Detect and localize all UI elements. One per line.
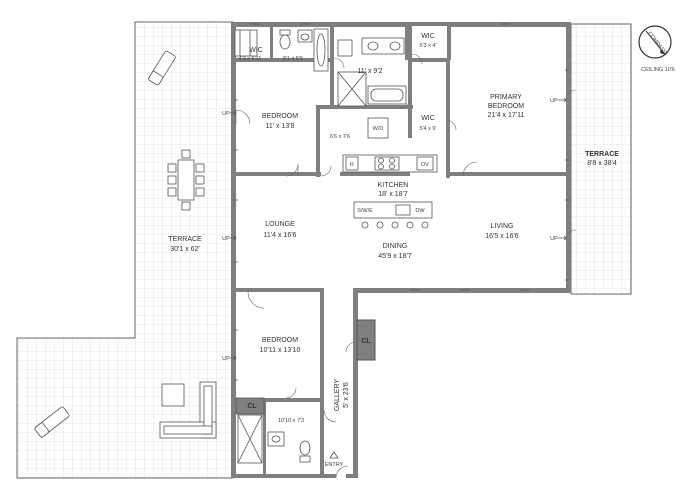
outdoor-sofa: [159, 381, 217, 439]
ceiling-height: CEILING 10'6: [641, 67, 675, 73]
primary-name2: BEDROOM: [488, 103, 524, 110]
entry-label: ENTRY: [325, 462, 344, 468]
terrace-east-dim: 8'8 x 38'4: [587, 160, 617, 167]
terrace-west-name: TERRACE: [168, 236, 202, 243]
kitchen-dim: 18' x 18'7: [378, 191, 408, 198]
washer-dryer-label: W/D: [373, 126, 384, 132]
lounge-dim: 11'4 x 16'6: [264, 232, 297, 239]
wic1-dim: 4'3 x 5'11: [239, 56, 262, 62]
wic3-name: WIC: [421, 115, 435, 122]
bath3-dim: 10'10 x 7'3: [278, 418, 304, 424]
kitchen-fixtures: R OV S/W/E DW: [342, 154, 438, 229]
up-label-5: UP: [550, 236, 558, 242]
bath2-fixtures: [337, 37, 407, 107]
closet1-label: CL: [247, 403, 257, 410]
bath2-dim: 11' x 9'2: [357, 68, 382, 75]
wic3-dim: 5'4 x 9': [419, 126, 436, 132]
windows: [234, 23, 569, 381]
kitchen-name: KITCHEN: [378, 182, 409, 189]
fridge-label: R: [350, 162, 354, 168]
exterior-walls: [231, 22, 571, 478]
laundry-fixtures: W/D: [367, 117, 389, 139]
up-label-3: UP: [222, 356, 230, 362]
oven-label: OV: [421, 162, 429, 168]
sink-label: S/W/E: [357, 208, 373, 214]
primary-name1: PRIMARY: [490, 94, 522, 101]
interior-walls: [233, 26, 568, 476]
up-label-2: UP: [222, 236, 230, 242]
wic2-name: WIC: [421, 33, 435, 40]
wic2-dim: 5'3 x 4': [419, 43, 436, 49]
east-terrace: [570, 23, 632, 295]
bedroom2-name: BEDROOM: [262, 337, 298, 344]
lounge-chair-bottom: [34, 406, 70, 438]
dining-dim: 45'9 x 18'7: [378, 253, 412, 260]
doors: [235, 53, 577, 479]
up-label-4: UP: [550, 98, 558, 104]
dining-table-set: [167, 149, 205, 211]
compass-icon: COMPASS CEILING 10'6: [638, 25, 675, 73]
living-dim: 16'5 x 16'6: [485, 233, 519, 240]
bedroom2-dim: 10'11 x 13'10: [260, 347, 301, 354]
entry-arrow-icon: [329, 451, 339, 459]
lounge-chair-top: [148, 50, 176, 86]
dining-name: DINING: [383, 243, 408, 250]
wic1-name: WIC: [249, 47, 263, 54]
dishwasher-label: DW: [415, 208, 425, 214]
terrace-east-name: TERRACE: [585, 151, 619, 158]
bath1-fixtures: [234, 28, 329, 72]
up-label-1: UP: [222, 111, 230, 117]
terrace-west-dim: 30'1 x 62': [170, 246, 200, 253]
laundry-dim: 6'6 x 7'6: [330, 134, 350, 140]
gallery-dim: 5' x 23'6: [343, 382, 350, 408]
up-markers: UP UP UP UP UP: [222, 97, 567, 362]
living-name: LIVING: [491, 223, 514, 230]
bedroom1-dim: 11' x 13'8: [265, 123, 294, 130]
bedroom1-name: BEDROOM: [262, 113, 298, 120]
lounge-name: LOUNGE: [265, 221, 295, 228]
bath1-dim: 8'1 x 5'5: [283, 56, 303, 62]
closet2-label: CL: [361, 338, 371, 345]
bath3-fixtures: [237, 414, 311, 464]
primary-dim: 21'4 x 17'11: [488, 112, 525, 119]
room-labels: WIC 4'3 x 5'11 8'1 x 5'5 BEDROOM 11' x 1…: [168, 33, 619, 468]
gallery-name: GALLERY: [334, 379, 341, 411]
